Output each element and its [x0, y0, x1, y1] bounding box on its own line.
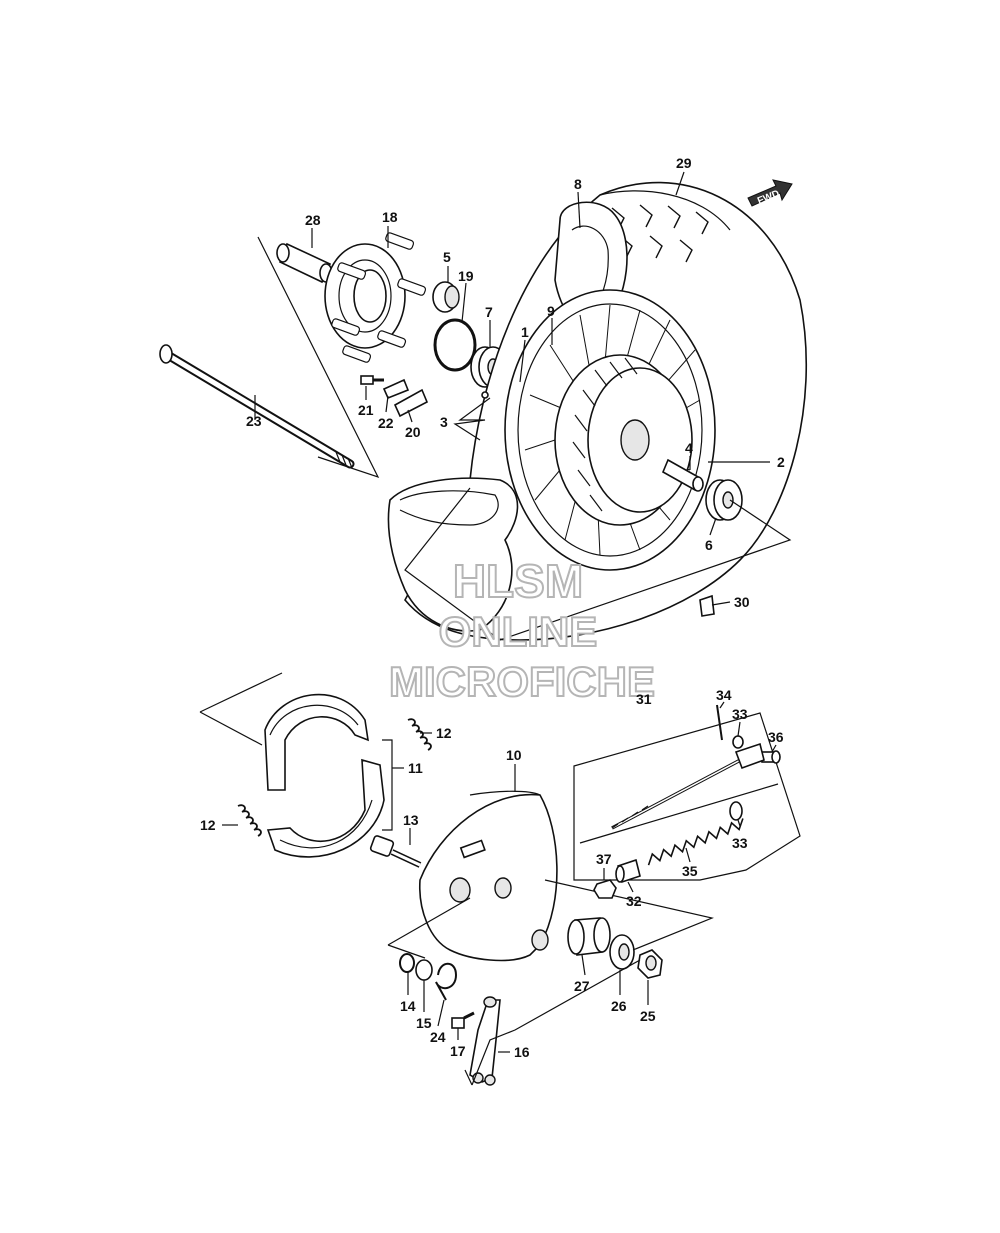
callout-18: 18 — [382, 209, 398, 225]
callout-4: 4 — [685, 440, 693, 456]
bracket-line — [387, 897, 471, 946]
watermark: HLSM ONLINE MICROFICHE — [388, 554, 656, 706]
callout-19: 19 — [458, 268, 474, 284]
lock-plate-22 — [382, 378, 410, 400]
sprocket-hub-18 — [324, 232, 427, 363]
nut-37 — [593, 879, 617, 899]
lock-plate-20 — [393, 388, 429, 418]
tire-cutaway — [387, 477, 519, 632]
fwd-label: FWD — [756, 188, 781, 207]
spring-24 — [435, 962, 458, 1001]
callout-1: 1 — [521, 324, 529, 340]
callout-12a: 12 — [436, 725, 452, 741]
bolt-17 — [451, 1011, 475, 1029]
callout-3: 3 — [440, 414, 448, 430]
joint-32 — [615, 858, 641, 884]
callout-17: 17 — [450, 1043, 466, 1059]
ring-14 — [399, 953, 415, 973]
brake-panel-10 — [419, 790, 558, 962]
leader-lines — [222, 171, 777, 1053]
callout-24: 24 — [430, 1029, 446, 1045]
callout-33b: 33 — [732, 835, 748, 851]
bracket-line — [471, 959, 641, 1086]
spring-12a — [407, 718, 432, 751]
callout-23: 23 — [246, 413, 262, 429]
callout-28: 28 — [305, 212, 321, 228]
valve-cap-30 — [699, 594, 715, 617]
bracket-line — [199, 711, 263, 746]
bracket-line — [579, 783, 779, 844]
fwd-arrow-icon: FWD — [747, 179, 793, 207]
callout-22: 22 — [378, 415, 394, 431]
callout-11: 11 — [408, 760, 423, 776]
washer-15 — [415, 959, 433, 981]
washer-33b — [729, 801, 743, 821]
spacer-4 — [661, 458, 704, 492]
callout-13: 13 — [403, 812, 419, 828]
callout-2: 2 — [777, 454, 785, 470]
bushing-5 — [432, 281, 460, 313]
callout-37: 37 — [596, 851, 612, 867]
spring-35 — [647, 818, 744, 866]
bracket-line — [199, 672, 283, 713]
spring-12b — [237, 804, 262, 837]
bracket-line — [404, 487, 792, 641]
callout-20: 20 — [405, 424, 421, 440]
callout-21: 21 — [358, 402, 374, 418]
callout-35: 35 — [682, 863, 698, 879]
callouts: 28 18 5 19 7 1 9 8 29 21 22 20 23 3 4 2 … — [200, 155, 785, 1060]
brake-rod — [611, 742, 765, 830]
callout-12b: 12 — [200, 817, 216, 833]
watermark-line3: MICROFICHE — [389, 658, 655, 705]
hub-drum — [554, 354, 693, 526]
washer-26 — [609, 934, 635, 970]
callout-27: 27 — [574, 978, 590, 994]
cotter-pin-34 — [716, 704, 723, 741]
watermark-line2: ONLINE — [439, 608, 598, 655]
callout-33a: 33 — [732, 706, 748, 722]
brake-shoes-11 — [264, 693, 385, 858]
callout-8: 8 — [574, 176, 582, 192]
pin-36 — [761, 750, 781, 764]
callout-9: 9 — [547, 303, 555, 319]
callout-25: 25 — [640, 1008, 656, 1024]
sleeve-28 — [276, 242, 333, 284]
bearing-6 — [705, 479, 743, 521]
brake-lever-16 — [469, 996, 501, 1086]
bolt-21 — [360, 375, 384, 385]
bracket-line — [387, 944, 426, 959]
nut-25 — [637, 949, 663, 979]
callout-10: 10 — [506, 747, 522, 763]
callout-16: 16 — [514, 1044, 530, 1060]
callout-6: 6 — [705, 537, 713, 553]
spoke-nipples-3 — [481, 391, 489, 399]
bushing-27 — [567, 917, 611, 956]
callout-26: 26 — [611, 998, 627, 1014]
callout-7: 7 — [485, 304, 493, 320]
watermark-line1: HLSM — [453, 555, 583, 607]
brake-cam-13 — [369, 835, 422, 868]
callout-15: 15 — [416, 1015, 432, 1031]
rear-axle — [159, 344, 355, 469]
callout-36: 36 — [768, 729, 784, 745]
callout-5: 5 — [443, 249, 451, 265]
callout-30: 30 — [734, 594, 750, 610]
callout-31: 31 — [636, 691, 652, 707]
washer-33a — [732, 735, 744, 749]
callout-14: 14 — [400, 998, 416, 1014]
bracket-line — [257, 236, 380, 479]
callout-29: 29 — [676, 155, 692, 171]
kit-box-31 — [573, 712, 801, 881]
bracket-line — [464, 1069, 473, 1086]
callout-34: 34 — [716, 687, 732, 703]
callout-32: 32 — [626, 893, 642, 909]
o-ring-19 — [433, 318, 477, 372]
